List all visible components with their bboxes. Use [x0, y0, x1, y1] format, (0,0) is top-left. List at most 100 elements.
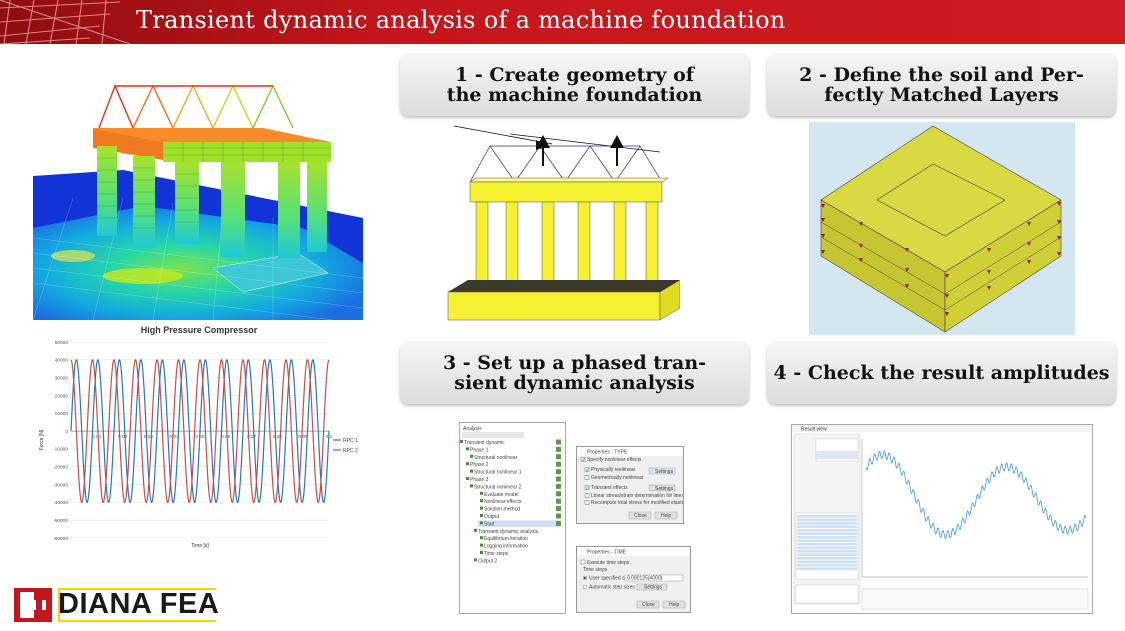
- x-tick-label: 0.07: [247, 434, 257, 440]
- y-tick-label: 0: [65, 429, 68, 435]
- result-list-row[interactable]: [797, 571, 857, 574]
- chart-title: High Pressure Compressor: [140, 325, 258, 335]
- series-line-2: [70, 358, 330, 504]
- option-label: Linear stress/strain determination for l…: [591, 493, 683, 499]
- option-checkbox[interactable]: [584, 500, 590, 505]
- result-list-row[interactable]: [797, 553, 857, 557]
- step-1-line2: the machine foundation: [446, 83, 703, 106]
- tree-item[interactable]: Evaluate model: [484, 492, 518, 498]
- tree-item[interactable]: Output: [484, 514, 500, 520]
- tree-item-status-icon: [556, 520, 561, 526]
- legend-label: RPC 2: [343, 448, 358, 454]
- y-tick-label: -40000: [53, 500, 68, 506]
- step-3-line2: sient dynamic analysis: [454, 371, 695, 394]
- result-list-row[interactable]: [797, 539, 857, 543]
- tree-node-icon: [480, 499, 483, 503]
- result-list-row[interactable]: [797, 557, 857, 560]
- tree-item[interactable]: Output 2: [478, 558, 497, 564]
- tree-item-status-icon: [556, 476, 561, 482]
- result-list-row[interactable]: [797, 564, 857, 567]
- tree-node-icon: [474, 528, 477, 532]
- x-tick-label: 0.04: [170, 434, 180, 440]
- diana-fea-logo: DIANA FEA: [14, 586, 219, 626]
- x-tick-label: 0.01: [92, 434, 102, 440]
- result-list-row[interactable]: [797, 546, 857, 550]
- tree-item[interactable]: Structural nonlinear 2: [474, 484, 522, 490]
- tree-node-icon: [474, 558, 477, 562]
- option-checkbox[interactable]: [584, 485, 590, 490]
- tree-item[interactable]: Structural nonlinear 1: [474, 470, 522, 476]
- option-label: Physically nonlinear: [591, 467, 636, 473]
- tree-item[interactable]: Start: [484, 521, 495, 527]
- type-close-button[interactable]: Close: [634, 513, 647, 519]
- tree-item-status-icon: [556, 506, 561, 512]
- legend-label: RPC 1: [343, 438, 358, 444]
- type-settings-button[interactable]: Settings: [655, 469, 674, 475]
- time-user-value[interactable]: 0.000125(4000): [627, 576, 663, 582]
- tree-node-icon: [470, 454, 473, 458]
- tree-item[interactable]: Transient dynamic analysis: [478, 529, 539, 535]
- result-list-row[interactable]: [797, 550, 857, 553]
- tree-item-status-icon: [556, 461, 561, 467]
- tree-item[interactable]: Solution method: [484, 507, 520, 513]
- y-tick-label: -60000: [53, 536, 68, 542]
- tree-item[interactable]: Transient dynamic: [464, 440, 505, 446]
- y-tick-label: 20000: [55, 393, 69, 399]
- step-4-line1: 4 - Check the result amplitudes: [773, 361, 1110, 384]
- result-list-row[interactable]: [797, 560, 857, 564]
- result-list-row[interactable]: [797, 525, 857, 529]
- tree-item[interactable]: Phase 2: [470, 462, 489, 468]
- option-checkbox[interactable]: [584, 467, 590, 472]
- result-list-row[interactable]: [797, 522, 857, 525]
- x-tick-label: 0.08: [273, 434, 283, 440]
- y-tick-label: -20000: [53, 465, 68, 471]
- time-user-label: User specified sizes: [589, 576, 634, 582]
- tree-node-icon: [470, 469, 473, 473]
- result-list-row[interactable]: [797, 529, 857, 532]
- step-2-box: 2 - Define the soil and Per-fectly Match…: [767, 53, 1116, 116]
- option-checkbox[interactable]: [580, 457, 586, 462]
- tree-item-status-icon: [556, 439, 561, 445]
- tree-item[interactable]: Logging information: [484, 544, 528, 550]
- time-close-button[interactable]: Close: [642, 602, 655, 608]
- result-list-row[interactable]: [797, 567, 857, 571]
- type-settings-button-2[interactable]: Settings: [655, 486, 674, 492]
- time-group-label: Time steps: [583, 567, 608, 573]
- result-list-row[interactable]: [797, 543, 857, 546]
- time-auto-label: Automatic step sizes: [589, 585, 635, 591]
- tree-node-icon: [460, 440, 463, 443]
- step-4-box: 4 - Check the result amplitudes: [767, 341, 1116, 404]
- time-dialog-title: Properties - TIME: [587, 550, 627, 556]
- result-list-row[interactable]: [797, 574, 857, 578]
- result-list-row[interactable]: [797, 515, 857, 518]
- result-list-row[interactable]: [797, 536, 857, 539]
- x-tick-label: 0.06: [221, 434, 231, 440]
- result-list-row[interactable]: [797, 532, 857, 536]
- result-list-row[interactable]: [797, 518, 857, 522]
- tree-node-icon: [466, 477, 469, 480]
- step-1-line1: 1 - Create geometry of: [455, 63, 694, 86]
- tree-item[interactable]: Phase 3: [470, 477, 489, 483]
- analysis-title: Analysis: [463, 426, 482, 432]
- tree-item[interactable]: Phase 1: [470, 447, 489, 453]
- x-tick-label: 0.03: [144, 434, 154, 440]
- y-tick-label: 10000: [55, 411, 69, 417]
- type-help-button[interactable]: Help: [661, 513, 672, 519]
- x-tick-label: 0.02: [118, 434, 128, 440]
- time-settings-button[interactable]: Settings: [644, 585, 663, 591]
- banner-grid-pattern: [0, 0, 131, 44]
- y-tick-label: -10000: [53, 447, 68, 453]
- tree-node-icon: [466, 447, 469, 451]
- soil-pml-model: [809, 122, 1075, 335]
- tree-node-icon: [480, 506, 483, 510]
- tree-item[interactable]: Structural nonlinear: [474, 455, 518, 461]
- time-help-button[interactable]: Help: [669, 602, 680, 608]
- tree-item[interactable]: Nonlinear effects: [484, 499, 522, 505]
- tree-item[interactable]: Time steps: [484, 551, 509, 557]
- option-checkbox[interactable]: [584, 493, 590, 498]
- option-label: Specify nonlinear effects: [587, 457, 642, 463]
- tree-item[interactable]: Equilibrium iteration: [484, 536, 528, 542]
- option-checkbox[interactable]: [584, 475, 590, 480]
- tree-node-icon: [466, 462, 469, 466]
